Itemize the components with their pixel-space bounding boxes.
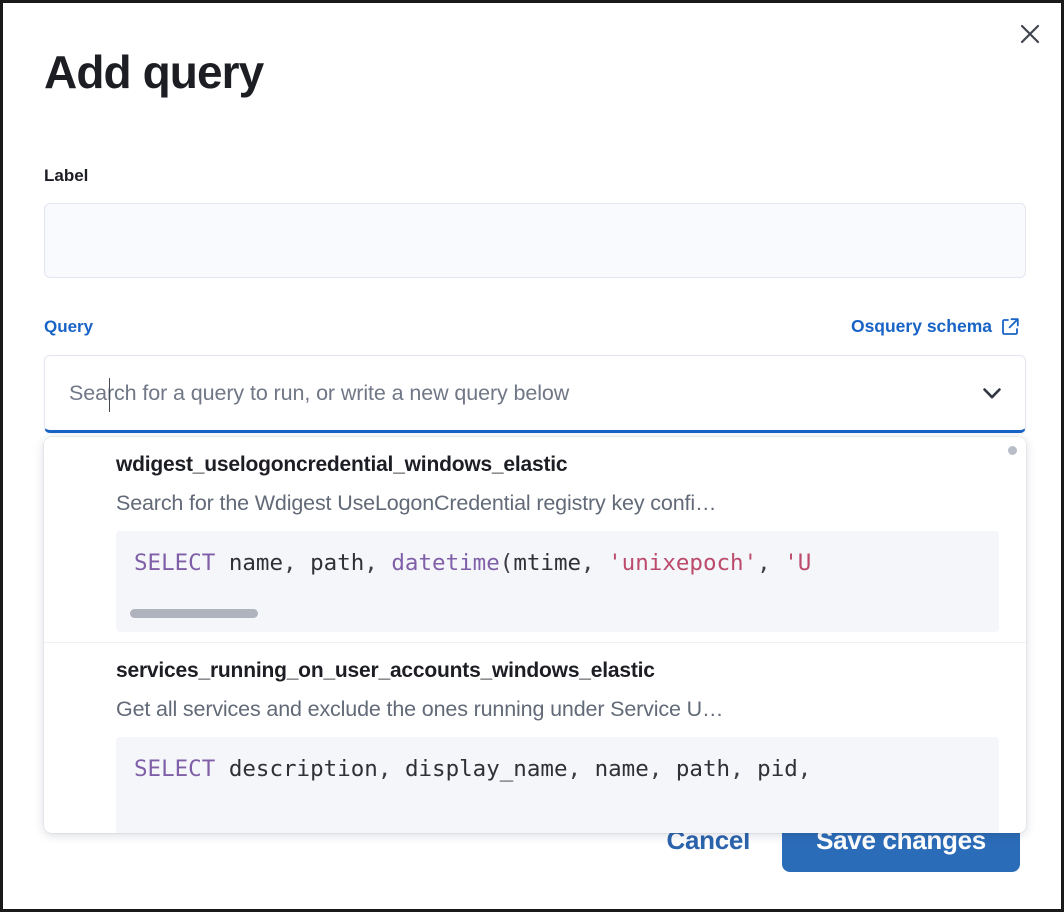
label-input[interactable]: [44, 203, 1026, 278]
external-link-icon: [1001, 317, 1020, 336]
sql-horizontal-scrollbar[interactable]: [130, 609, 258, 618]
close-icon: [1019, 23, 1041, 45]
list-item[interactable]: services_running_on_user_accounts_window…: [44, 642, 1026, 833]
list-item[interactable]: wdigest_uselogoncredential_windows_elast…: [44, 437, 1026, 642]
osquery-schema-link[interactable]: Osquery schema: [851, 316, 1020, 337]
sql-code: SELECT description, display_name, name, …: [134, 756, 812, 782]
list-item-title: wdigest_uselogoncredential_windows_elast…: [116, 453, 568, 476]
list-item-description: Search for the Wdigest UseLogonCredentia…: [116, 491, 717, 515]
query-combobox[interactable]: Search for a query to run, or write a ne…: [44, 355, 1026, 433]
list-item-sql-preview: SELECT name, path, datetime(mtime, 'unix…: [116, 531, 999, 632]
add-query-flyout: Add query Label Query Osquery schema Sea…: [3, 3, 1061, 909]
list-item-title: services_running_on_user_accounts_window…: [116, 659, 655, 682]
query-field-label: Query: [44, 317, 94, 336]
query-search-input[interactable]: Search for a query to run, or write a ne…: [69, 380, 570, 405]
dropdown-list: wdigest_uselogoncredential_windows_elast…: [44, 437, 1026, 833]
text-cursor: [109, 378, 110, 412]
label-field-label: Label: [44, 166, 89, 185]
query-suggestions-dropdown[interactable]: wdigest_uselogoncredential_windows_elast…: [44, 437, 1026, 833]
close-icon-button[interactable]: [1011, 15, 1049, 53]
list-item-description: Get all services and exclude the ones ru…: [116, 697, 724, 721]
page-title: Add query: [44, 46, 264, 98]
sql-code: SELECT name, path, datetime(mtime, 'unix…: [134, 550, 812, 576]
list-item-sql-preview: SELECT description, display_name, name, …: [116, 737, 999, 833]
dropdown-scrollbar[interactable]: [1008, 446, 1017, 455]
chevron-down-icon[interactable]: [975, 376, 1009, 410]
osquery-schema-link-label: Osquery schema: [850, 316, 992, 336]
